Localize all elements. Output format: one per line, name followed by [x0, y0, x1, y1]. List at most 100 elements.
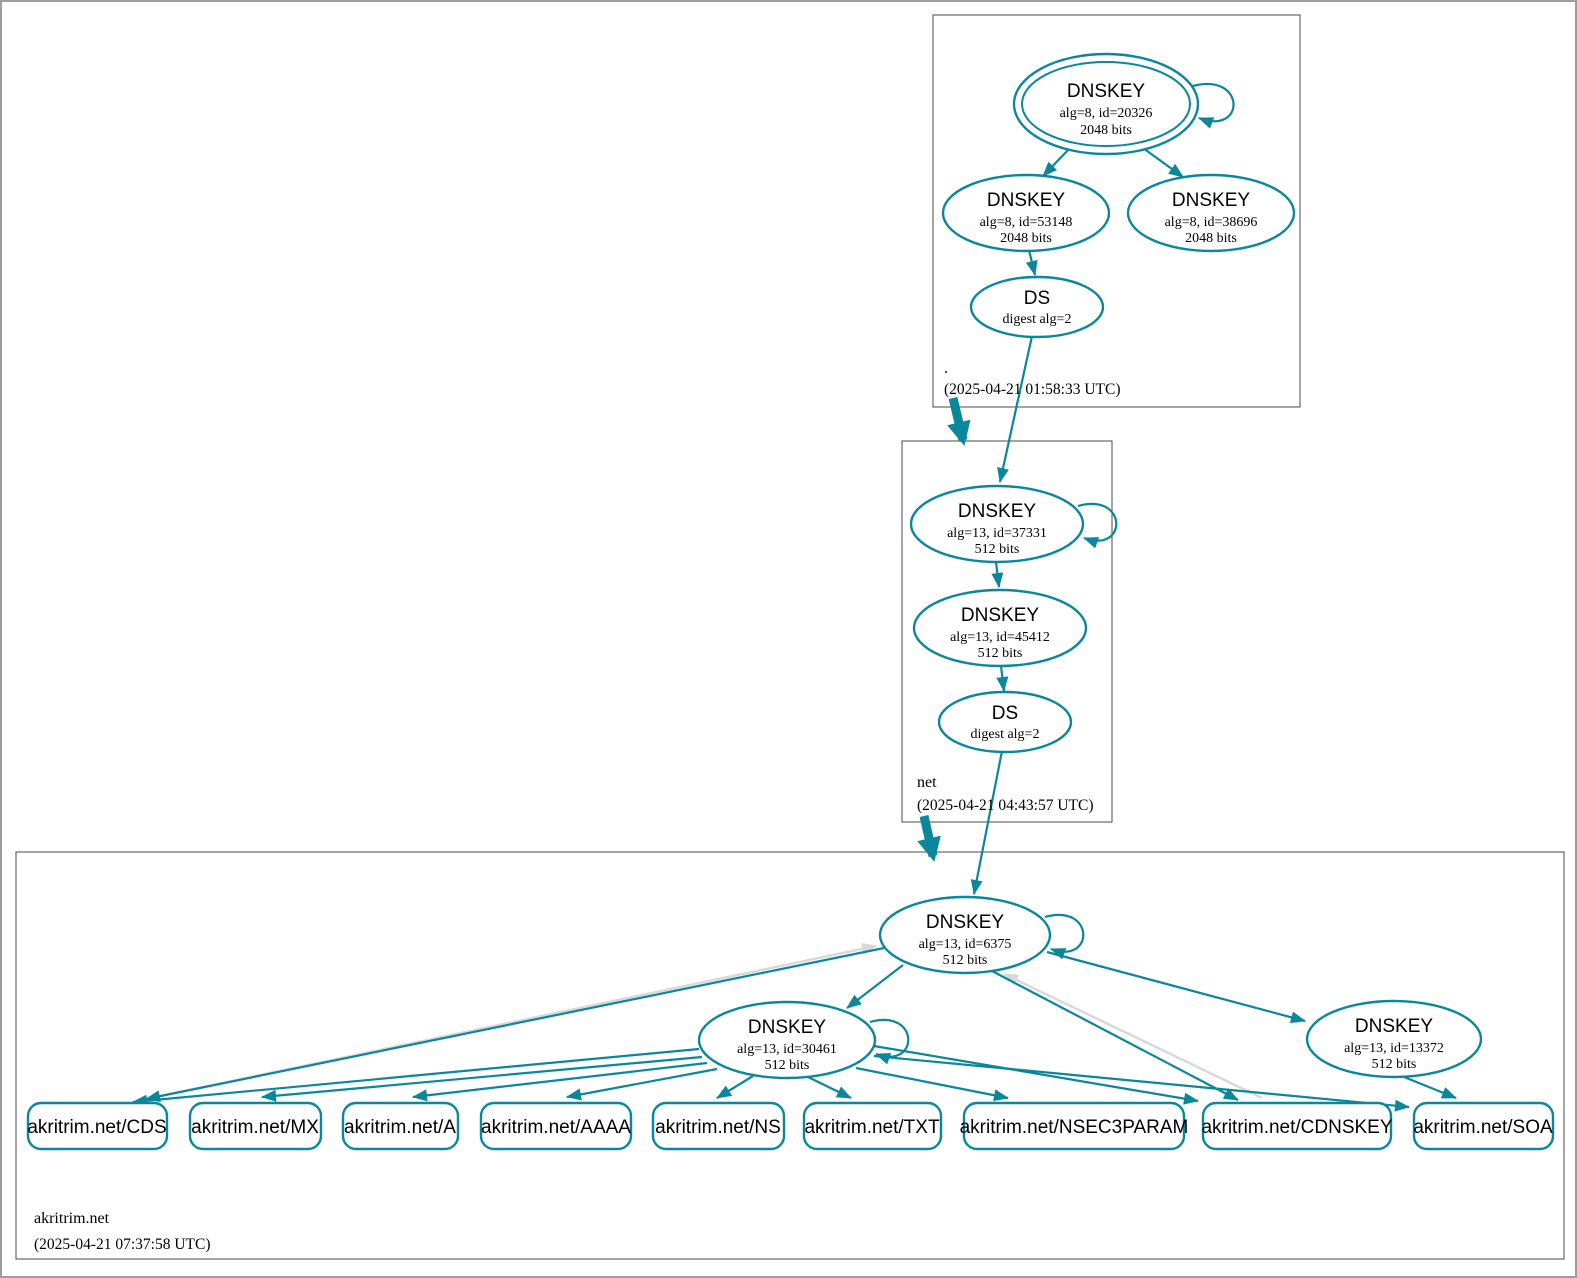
edge-root-ksk-to-zsk	[1042, 147, 1071, 177]
net-ds-ellipse[interactable]	[937, 690, 1073, 754]
akritrim-zone-label: akritrim.net	[34, 1210, 110, 1227]
edge-delegation-net-to-akritrim	[917, 815, 941, 862]
rrset-nsec3param-rect[interactable]	[962, 1101, 1186, 1151]
edge-akritrim-zsk-to-cdnskey	[873, 1044, 1199, 1105]
root-ksk-inner-ring	[1021, 61, 1191, 147]
edge-akritrim-zsk-to-ns	[716, 1075, 754, 1099]
edge-akritrim-ksk-to-cds	[145, 946, 885, 1103]
akritrim-zsk-node[interactable]: DNSKEY alg=13, id=30461 512 bits	[697, 1000, 877, 1080]
akritrim-zone-timestamp: (2025-04-21 07:37:58 UTC)	[34, 1236, 211, 1253]
akritrim-zsk-ellipse[interactable]	[697, 1000, 877, 1080]
root-ksk-detail: alg=8, id=20326	[1060, 106, 1153, 121]
edge-akritrim-key13372-to-soa	[1403, 1075, 1457, 1100]
akritrim-key13372-ellipse[interactable]	[1305, 999, 1483, 1079]
net-ds-node[interactable]: DS digest alg=2	[937, 690, 1073, 754]
edge-akritrim-ksk-to-zsk	[846, 964, 904, 1009]
net-ds-title: DS	[992, 703, 1018, 724]
edge-root-ksk-self-sign	[1192, 83, 1235, 129]
root-zone-label: .	[944, 360, 948, 377]
rrset-a-rect[interactable]	[341, 1101, 460, 1151]
rrset-aaaa-label: akritrim.net/AAAA	[481, 1117, 631, 1138]
root-zsk-title: DNSKEY	[987, 190, 1065, 211]
root-key38696-bits: 2048 bits	[1185, 231, 1237, 246]
edge-akritrim-zsk-to-aaaa	[566, 1067, 718, 1101]
akritrim-ksk-title: DNSKEY	[926, 912, 1004, 933]
net-ksk-detail: alg=13, id=37331	[947, 526, 1047, 541]
edge-akritrim-ksk-to-cdnskey	[991, 970, 1239, 1101]
root-ksk-ellipse[interactable]	[1012, 52, 1200, 156]
akritrim-zsk-title: DNSKEY	[748, 1017, 826, 1038]
root-key38696-ellipse[interactable]	[1126, 173, 1296, 253]
rrset-soa[interactable]: akritrim.net/SOA	[1412, 1101, 1555, 1151]
rrset-ns[interactable]: akritrim.net/NS	[651, 1101, 786, 1151]
rrset-cds[interactable]: akritrim.net/CDS	[26, 1101, 169, 1151]
akritrim-zsk-bits: 512 bits	[765, 1058, 810, 1073]
edge-net-ksk-self-sign	[1077, 502, 1118, 549]
root-ksk-node[interactable]: DNSKEY alg=8, id=20326 2048 bits	[1012, 52, 1200, 156]
akritrim-ksk-detail: alg=13, id=6375	[919, 937, 1012, 952]
akritrim-ksk-bits: 512 bits	[943, 953, 988, 968]
edge-akritrim-zsk-to-nsec3param	[855, 1066, 1009, 1102]
root-key38696-title: DNSKEY	[1172, 190, 1250, 211]
edge-net-ds-to-akritrim-ksk	[970, 750, 1004, 895]
edge-akritrim-ksk-self-sign	[1044, 913, 1085, 960]
rrset-aaaa-rect[interactable]	[479, 1101, 633, 1151]
akritrim-zsk-detail: alg=13, id=30461	[737, 1042, 837, 1057]
edge-root-ksk-to-key38696	[1142, 147, 1184, 178]
root-zone-timestamp: (2025-04-21 01:58:33 UTC)	[944, 381, 1121, 398]
rrset-nsec3param[interactable]: akritrim.net/NSEC3PARAM	[960, 1101, 1189, 1151]
rrset-nsec3param-label: akritrim.net/NSEC3PARAM	[960, 1117, 1189, 1138]
root-key38696-node[interactable]: DNSKEY alg=8, id=38696 2048 bits	[1126, 173, 1296, 253]
akritrim-ksk-node[interactable]: DNSKEY alg=13, id=6375 512 bits	[878, 895, 1052, 975]
root-ds-detail: digest alg=2	[1003, 312, 1072, 327]
root-ksk-title: DNSKEY	[1067, 81, 1145, 102]
root-ksk-bits: 2048 bits	[1080, 123, 1132, 138]
rrset-a-label: akritrim.net/A	[344, 1117, 456, 1138]
edge-akritrim-ksk-to-key13372	[1046, 950, 1306, 1024]
edge-akritrim-zsk-to-a	[412, 1061, 708, 1102]
net-ksk-title: DNSKEY	[958, 501, 1036, 522]
rrset-a[interactable]: akritrim.net/A	[341, 1101, 460, 1151]
rrset-ns-label: akritrim.net/NS	[655, 1117, 781, 1138]
net-zone-timestamp: (2025-04-21 04:43:57 UTC)	[917, 797, 1094, 814]
root-zsk-node[interactable]: DNSKEY alg=8, id=53148 2048 bits	[941, 173, 1111, 253]
net-zsk-title: DNSKEY	[961, 605, 1039, 626]
rrset-mx-label: akritrim.net/MX	[191, 1117, 319, 1138]
rrset-aaaa[interactable]: akritrim.net/AAAA	[479, 1101, 633, 1151]
rrset-cds-rect[interactable]	[26, 1101, 169, 1151]
rrset-mx-rect[interactable]	[188, 1101, 323, 1151]
net-zsk-ellipse[interactable]	[912, 588, 1088, 668]
net-zsk-node[interactable]: DNSKEY alg=13, id=45412 512 bits	[912, 588, 1088, 668]
edge-cdnskey-references-ksk	[1003, 972, 1263, 1100]
net-zone-label: net	[917, 774, 937, 791]
rrset-cdnskey-rect[interactable]	[1201, 1101, 1393, 1151]
rrset-cds-label: akritrim.net/CDS	[27, 1117, 166, 1138]
rrset-txt-rect[interactable]	[802, 1101, 943, 1151]
rrset-txt[interactable]: akritrim.net/TXT	[802, 1101, 943, 1151]
net-ds-detail: digest alg=2	[971, 727, 1040, 742]
root-zsk-detail: alg=8, id=53148	[980, 215, 1073, 230]
edge-net-ksk-to-zsk	[991, 561, 1004, 588]
akritrim-key13372-bits: 512 bits	[1372, 1057, 1417, 1072]
akritrim-key13372-title: DNSKEY	[1355, 1016, 1433, 1037]
rrset-soa-rect[interactable]	[1412, 1101, 1555, 1151]
rrset-ns-rect[interactable]	[651, 1101, 786, 1151]
root-ds-node[interactable]: DS digest alg=2	[969, 275, 1105, 339]
net-ksk-bits: 512 bits	[975, 542, 1020, 557]
root-zsk-ellipse[interactable]	[941, 173, 1111, 253]
net-ksk-ellipse[interactable]	[909, 484, 1085, 564]
edge-akritrim-zsk-to-txt	[807, 1076, 852, 1099]
root-ds-ellipse[interactable]	[969, 275, 1105, 339]
edge-root-zsk-to-ds	[1025, 249, 1038, 276]
rrset-cdnskey[interactable]: akritrim.net/CDNSKEY	[1201, 1101, 1393, 1151]
edge-root-ds-to-net-ksk	[997, 335, 1034, 483]
root-key38696-detail: alg=8, id=38696	[1165, 215, 1258, 230]
edge-akritrim-zsk-to-cds	[132, 1047, 700, 1107]
akritrim-ksk-ellipse[interactable]	[878, 895, 1052, 975]
root-ds-title: DS	[1024, 288, 1050, 309]
net-ksk-node[interactable]: DNSKEY alg=13, id=37331 512 bits	[909, 484, 1085, 564]
rrset-mx[interactable]: akritrim.net/MX	[188, 1101, 323, 1151]
akritrim-key13372-node[interactable]: DNSKEY alg=13, id=13372 512 bits	[1305, 999, 1483, 1079]
net-zsk-bits: 512 bits	[978, 646, 1023, 661]
